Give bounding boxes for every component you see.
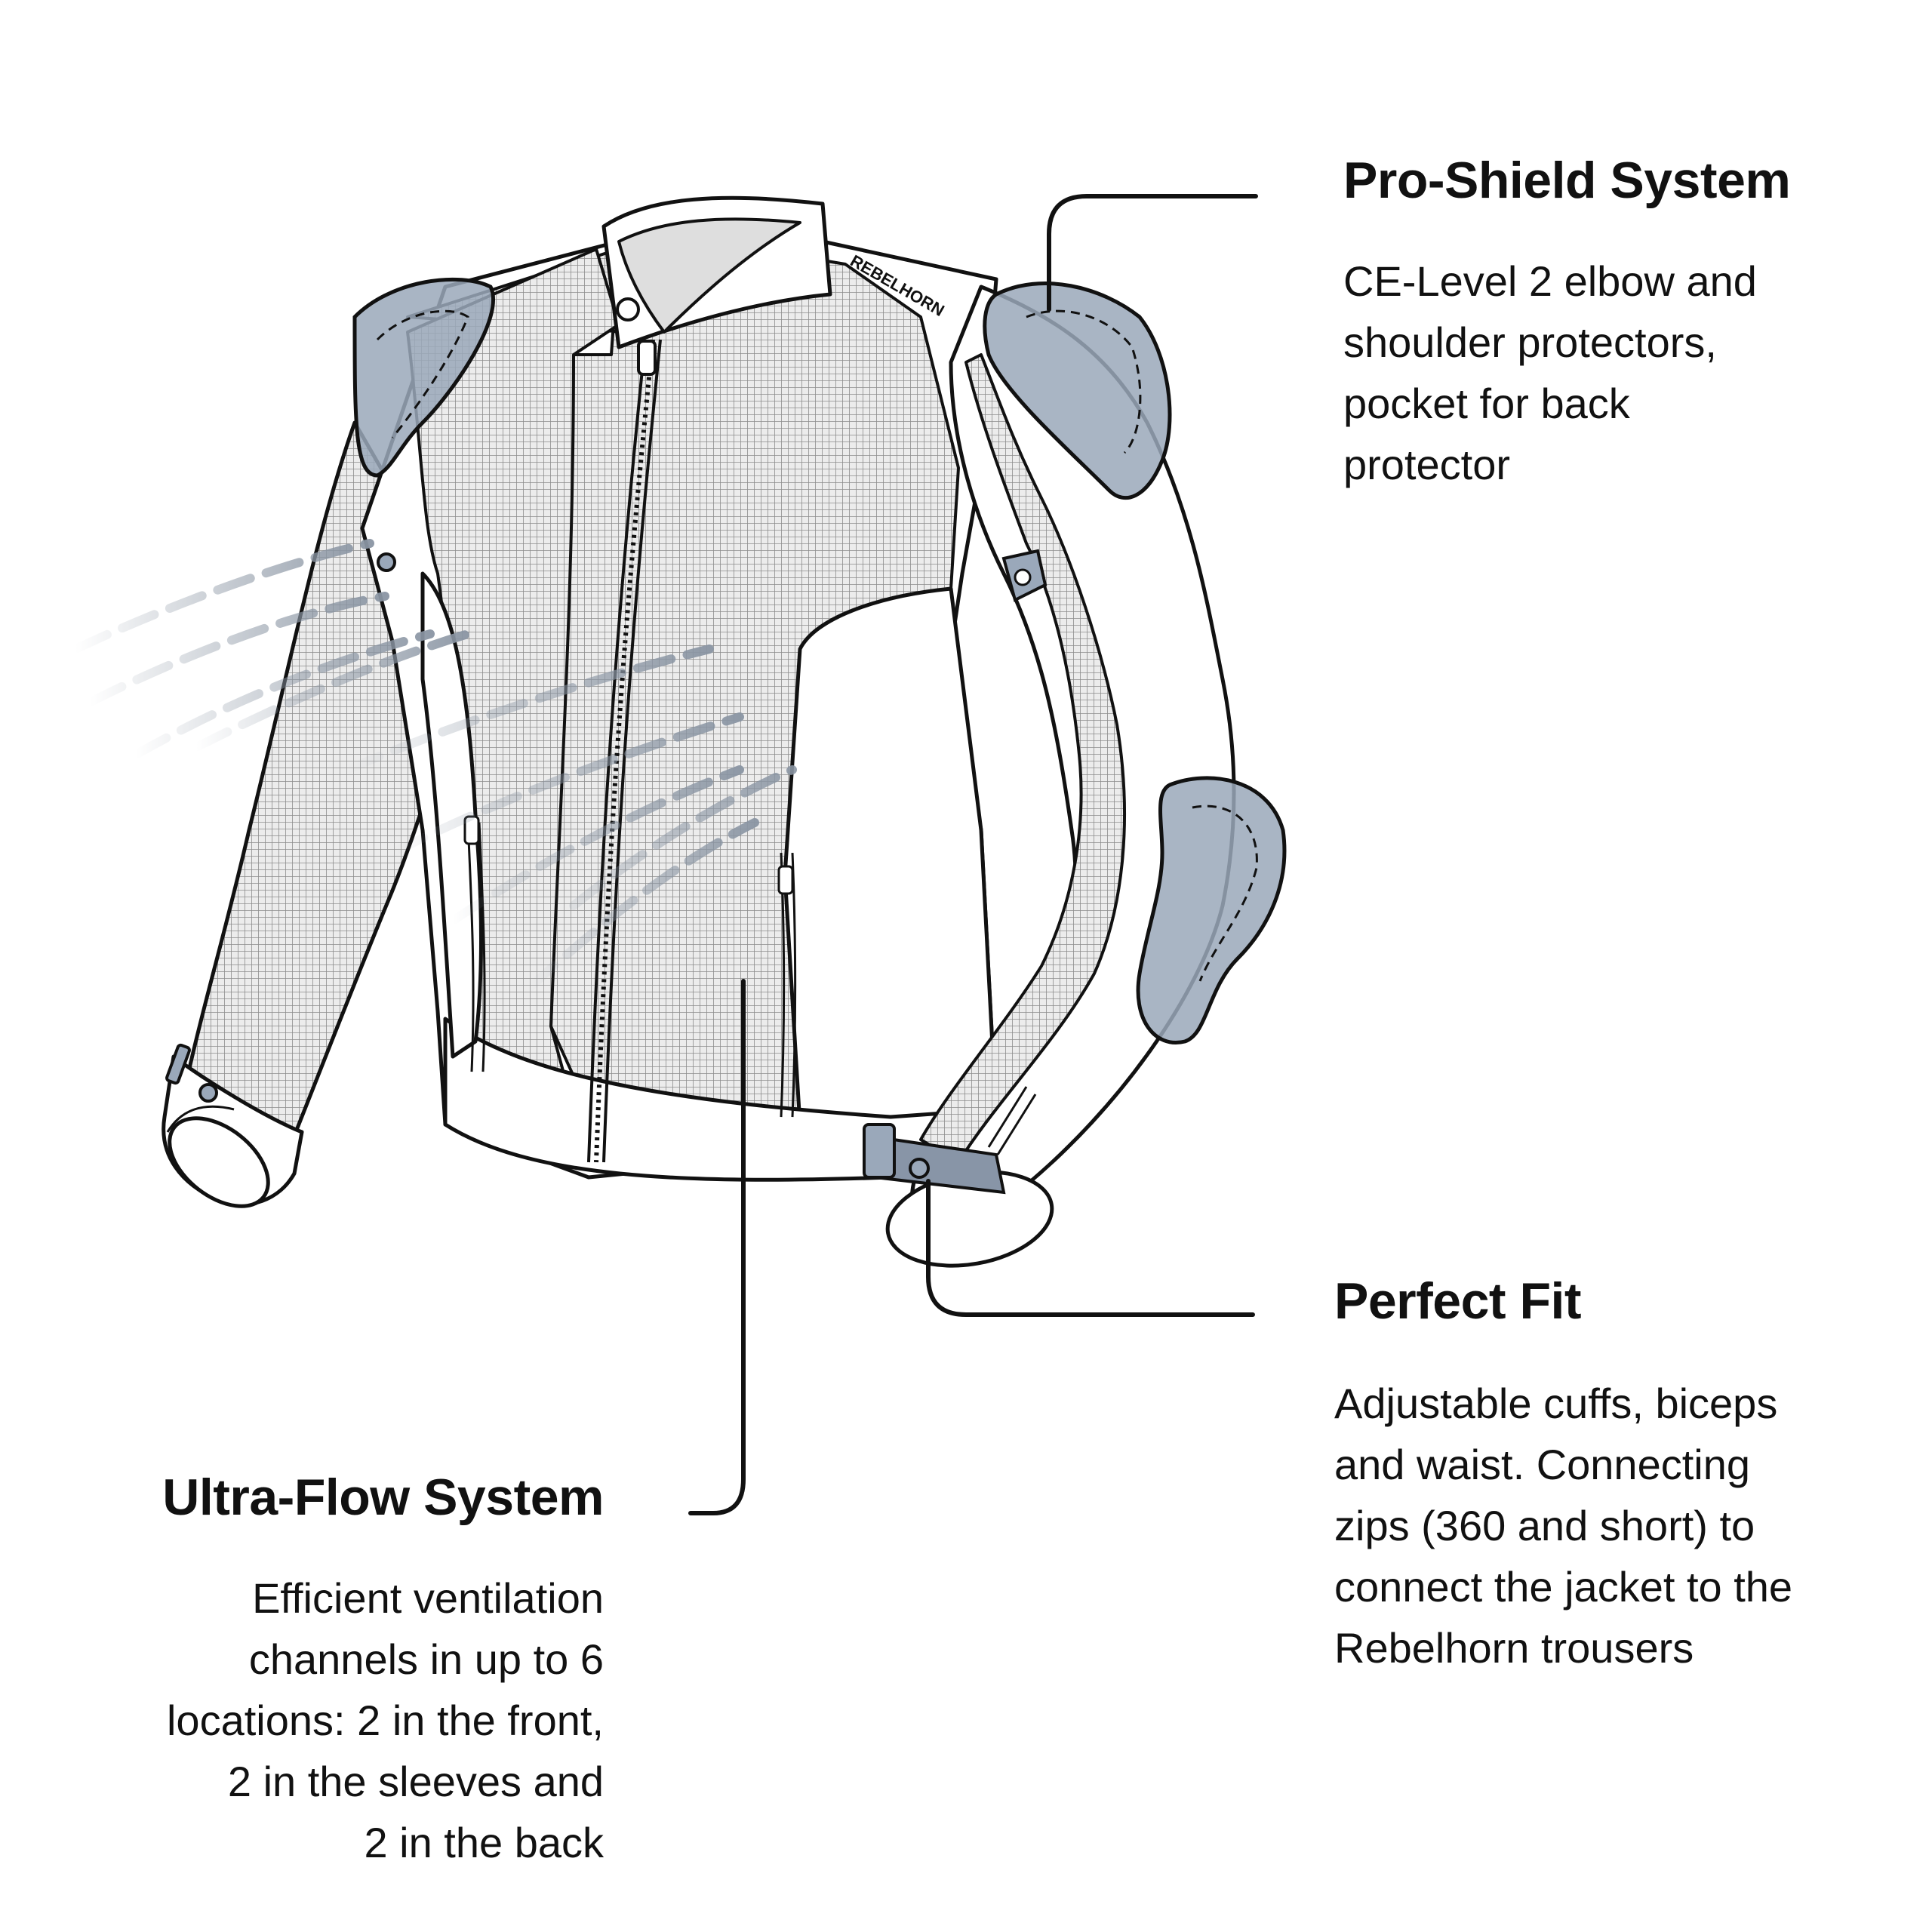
collar [601, 195, 832, 349]
perfect-fit-leader-line [926, 1179, 1255, 1317]
pocket-zip-pull-icon [777, 865, 794, 895]
front-zipper [587, 339, 662, 1163]
jacket-body [360, 239, 1006, 1182]
pro-shield-title: Pro-Shield System [1343, 152, 1791, 209]
shoulder-protector-right [983, 281, 1172, 500]
perfect-fit-description: Adjustable cuffs, biceps and waist. Conn… [1334, 1380, 1793, 1672]
pro-shield-description: CE-Level 2 elbow and shoulder protectors… [1343, 257, 1757, 488]
sleeve-zip [987, 1086, 1037, 1155]
shoulder-protector-left [352, 277, 495, 478]
ultra-flow-callout: Ultra-Flow System Efficient ventilation … [60, 1468, 604, 1873]
elbow-protector [1136, 776, 1287, 1044]
ultra-flow-title: Ultra-Flow System [162, 1469, 604, 1526]
ultra-flow-description: Efficient ventilation channels in up to … [166, 1574, 604, 1866]
cuff-snap-icon [909, 1158, 930, 1179]
zipper-pull-icon [637, 340, 657, 376]
waist-buckle-icon [863, 1123, 896, 1179]
pro-shield-callout: Pro-Shield System CE-Level 2 elbow and s… [1343, 151, 1872, 495]
biceps-snap-icon [1014, 568, 1032, 586]
pro-shield-leader-line [1047, 194, 1258, 312]
cuff-tab-icon [165, 1043, 191, 1085]
perfect-fit-title: Perfect Fit [1334, 1272, 1582, 1330]
ultra-flow-leader-line [688, 979, 746, 1515]
airflow-lines [71, 539, 797, 993]
perfect-fit-callout: Perfect Fit Adjustable cuffs, biceps and… [1334, 1272, 1893, 1678]
collar-snap-icon [616, 297, 640, 321]
pocket-zip-left [466, 822, 486, 1072]
cuff-snap-icon [198, 1083, 218, 1103]
shoulder-snap-icon [377, 552, 396, 572]
